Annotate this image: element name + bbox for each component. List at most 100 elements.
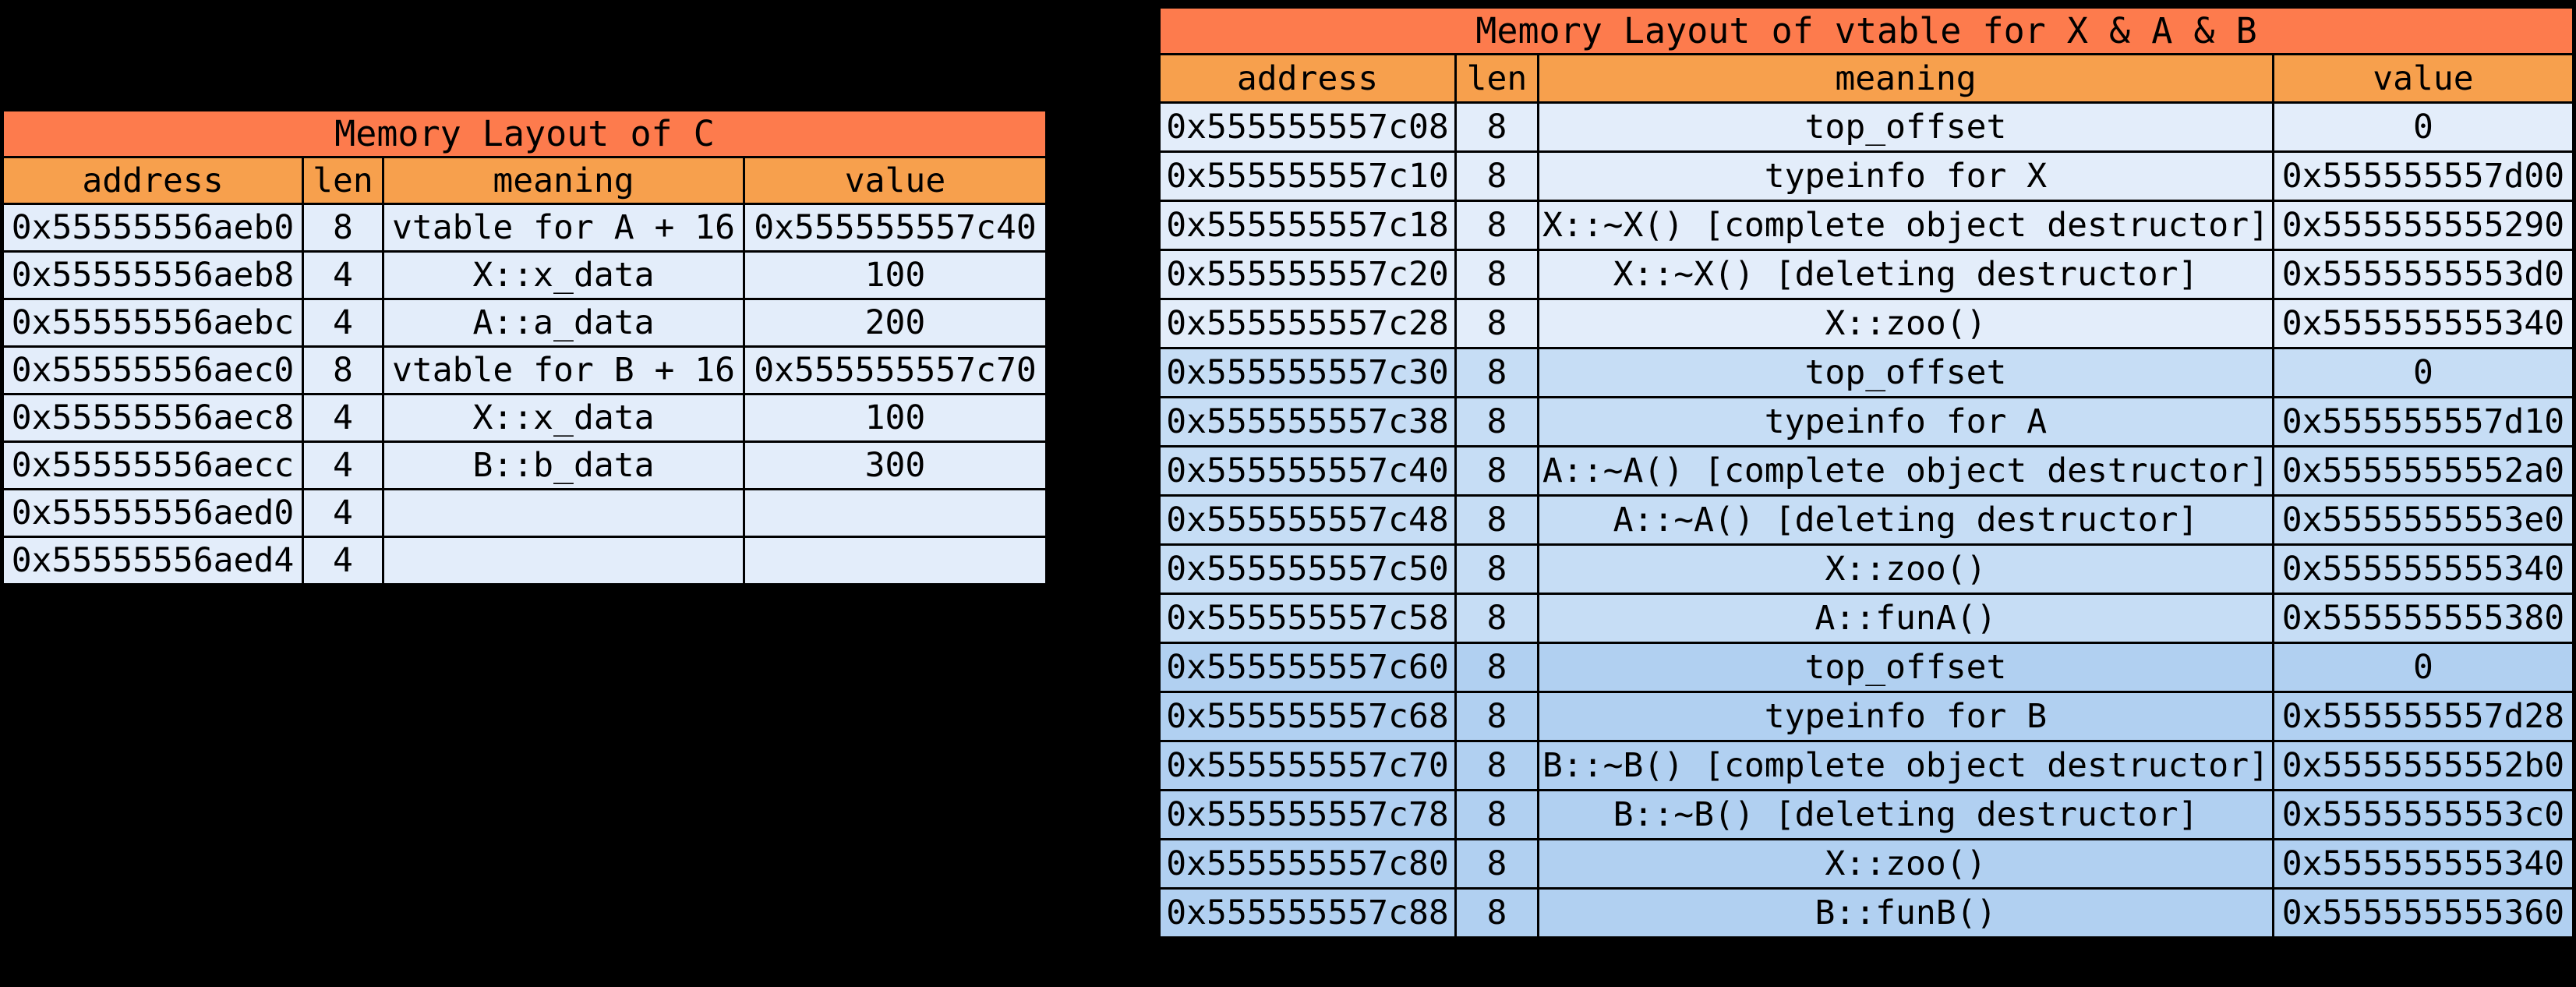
cell-address: 0x555555557c80 [1158,838,1457,890]
cell-value: 0x5555555553c0 [2271,789,2574,840]
cell-meaning: typeinfo for X [1537,150,2274,202]
cell-address: 0x555555557c50 [1158,543,1457,595]
cell-address: 0x555555557c20 [1158,249,1457,300]
column-header-meaning: meaning [1537,53,2274,104]
cell-address: 0x555555557c08 [1158,101,1457,153]
memory-table: Memory Layout of vtable for X & A & B ad… [1158,6,2574,939]
cell-value: 0x555555555340 [2271,298,2574,349]
cell-address: 0x55555556aecc [2,440,304,490]
cell-address: 0x555555557c40 [1158,445,1457,497]
cell-value: 0 [2271,347,2574,398]
cell-address: 0x55555556aed4 [2,536,304,585]
cell-len: 8 [1454,740,1539,791]
table-title: Memory Layout of C [2,109,1048,158]
cell-value: 0x5555555552a0 [2271,445,2574,497]
title-row: Memory Layout of vtable for X & A & B [1158,6,2574,55]
cell-value: 0x5555555553e0 [2271,494,2574,546]
cell-value: 0x555555555360 [2271,887,2574,939]
cell-address: 0x55555556aec0 [2,345,304,395]
cell-meaning: vtable for B + 16 [382,345,745,395]
column-header-value: value [2271,53,2574,104]
cell-len: 8 [1454,691,1539,742]
cell-value: 100 [743,393,1048,443]
cell-meaning: X::x_data [382,250,745,300]
cell-len: 8 [1454,642,1539,693]
cell-len: 8 [1454,347,1539,398]
cell-meaning [382,488,745,538]
column-header-len: len [1454,53,1539,104]
cell-len: 4 [302,298,384,348]
cell-len: 8 [1454,445,1539,497]
cell-len: 8 [1454,789,1539,840]
cell-address: 0x55555556aeb0 [2,203,304,253]
cell-meaning: A::funA() [1537,593,2274,644]
cell-value [743,488,1048,538]
cell-address: 0x555555557c58 [1158,593,1457,644]
cell-address: 0x555555557c38 [1158,396,1457,448]
title-row: Memory Layout of C [2,109,1048,158]
cell-meaning: B::~B() [complete object destructor] [1537,740,2274,791]
cell-value: 0x555555555340 [2271,543,2574,595]
cell-address: 0x555555557c88 [1158,887,1457,939]
cell-len: 8 [1454,887,1539,939]
cell-value: 0x555555557c70 [743,345,1048,395]
cell-value: 0x555555555340 [2271,838,2574,890]
cell-meaning: B::funB() [1537,887,2274,939]
cell-len: 4 [302,536,384,585]
cell-value: 0x555555555290 [2271,200,2574,251]
cell-value: 0 [2271,101,2574,153]
cell-len: 8 [1454,494,1539,546]
cell-address: 0x555555557c68 [1158,691,1457,742]
cell-len: 8 [1454,150,1539,202]
cell-address: 0x55555556aed0 [2,488,304,538]
cell-meaning: A::~A() [complete object destructor] [1537,445,2274,497]
cell-meaning: typeinfo for B [1537,691,2274,742]
cell-value [743,536,1048,585]
cell-meaning: X::~X() [deleting destructor] [1537,249,2274,300]
cell-meaning: B::b_data [382,440,745,490]
column-header-len: len [302,156,384,205]
cell-address: 0x55555556aeb8 [2,250,304,300]
column-header-meaning: meaning [382,156,745,205]
cell-address: 0x555555557c30 [1158,347,1457,398]
cell-meaning: X::~X() [complete object destructor] [1537,200,2274,251]
cell-address: 0x555555557c78 [1158,789,1457,840]
column-header-address: address [2,156,304,205]
cell-len: 8 [1454,249,1539,300]
cell-value: 0x5555555552b0 [2271,740,2574,791]
cell-address: 0x55555556aebc [2,298,304,348]
cell-len: 8 [302,345,384,395]
cell-value: 0x555555557c40 [743,203,1048,253]
cell-len: 8 [1454,396,1539,448]
cell-meaning: X::zoo() [1537,543,2274,595]
column-header-value: value [743,156,1048,205]
cell-value: 0x555555557d10 [2271,396,2574,448]
cell-len: 8 [1454,838,1539,890]
cell-value: 200 [743,298,1048,348]
cell-len: 8 [1454,593,1539,644]
cell-len: 4 [302,440,384,490]
table-title: Memory Layout of vtable for X & A & B [1158,6,2574,55]
cell-meaning: top_offset [1537,347,2274,398]
memory-layout-of-vtable-table: Memory Layout of vtable for X & A & B ad… [1158,6,2574,939]
